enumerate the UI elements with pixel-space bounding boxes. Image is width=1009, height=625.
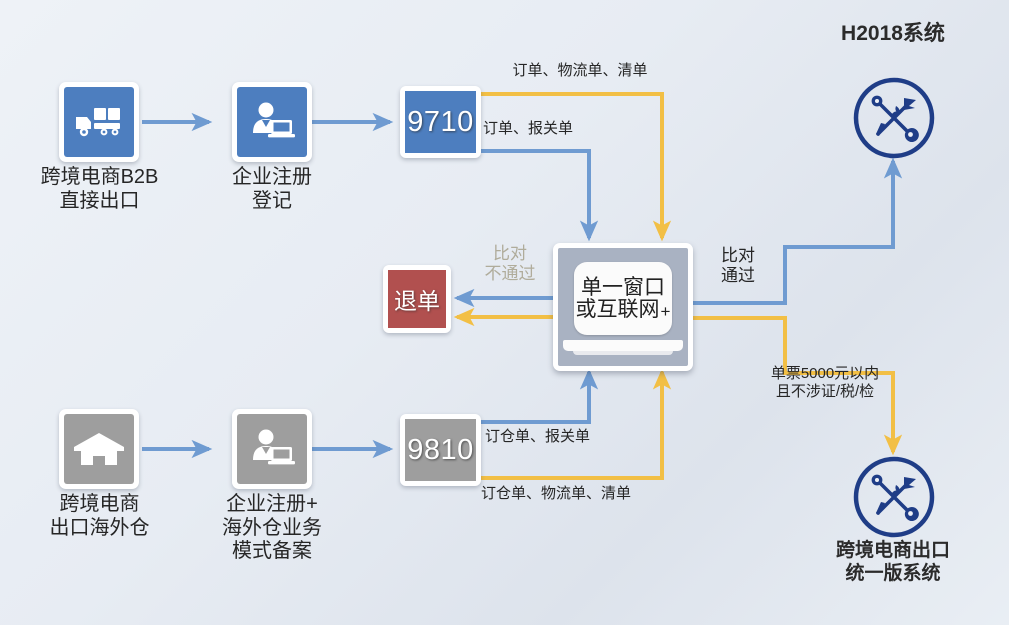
label-unified-system: 跨境电商出口 统一版系统 [793,540,993,586]
label-b2b-export: 跨境电商B2B 直接出口 [0,166,199,213]
label-reg2-line3: 模式备案 [232,540,312,563]
node-b2b-export-icon[interactable] [59,82,139,162]
pass-line1: 比对 [721,246,755,265]
edge-label-top-blue: 订单、报关单 [483,120,574,137]
label-reg2-line1: 企业注册+ [226,493,318,515]
label-h2018-system: H2018系统 [793,22,993,47]
code-9710-value: 9710 [405,91,476,153]
edge-9810-orange-to-center [481,368,672,480]
edge-9810-blue-to-center [481,368,599,424]
node-enterprise-registration-overseas-icon[interactable] [232,409,312,489]
edge-label-compare-fail: 比对 不通过 [460,244,560,285]
person-computer-icon [249,101,295,143]
label-enterprise-registration-overseas: 企业注册+ 海外仓业务 模式备案 [167,493,377,564]
label-reg1-line2: 登记 [252,189,292,212]
pass-line2: 通过 [721,266,755,286]
unified-sys-line2: 统一版系统 [845,562,941,584]
node-unified-system-emblem[interactable] [852,455,936,539]
fail-line2: 不通过 [484,264,536,284]
threshold-line1: 单票5000元以内 [770,365,880,382]
edge-label-compare-pass: 比对 通过 [703,246,773,287]
node-h2018-emblem[interactable] [852,76,936,160]
edge-label-bottom-blue: 订仓单、报关单 [485,428,591,445]
label-overseas-warehouse: 跨境电商 出口海外仓 [0,493,199,540]
label-b2b-export-line2: 直接出口 [59,189,140,212]
edge-label-top-orange: 订单、物流单、清单 [512,62,648,79]
edge-9710-blue-to-center [481,149,599,242]
label-reg2-line2: 海外仓业务 [222,516,322,539]
label-reg1-line1: 企业注册 [232,166,312,188]
center-label-plus: + [660,301,671,321]
person-computer-icon [249,428,295,470]
customs-emblem-icon [852,76,936,160]
label-b2b-export-line1: 跨境电商B2B [40,166,159,188]
node-code-9810[interactable]: 9810 [400,414,481,486]
node-code-9710[interactable]: 9710 [400,86,481,158]
node-overseas-warehouse-icon[interactable] [59,409,139,489]
label-enterprise-registration: 企业注册 登记 [172,166,372,213]
truck-icon [74,105,124,139]
node-single-window[interactable]: 单一窗口 或互联网 + [553,243,693,371]
label-overseas-line1: 跨境电商 [59,493,140,515]
reject-label: 退单 [388,270,446,328]
h2018-title-text: H2018系统 [841,22,945,45]
unified-sys-line1: 跨境电商出口 [835,540,950,561]
fail-line1: 比对 [493,244,527,263]
node-enterprise-registration-icon[interactable] [232,82,312,162]
label-overseas-line2: 出口海外仓 [49,516,150,539]
node-reject-order[interactable]: 退单 [383,265,451,333]
code-9810-value: 9810 [405,419,476,481]
center-label-line1: 单一窗口 [580,275,665,299]
threshold-line2: 且不涉证/税/检 [775,383,875,400]
customs-emblem-icon [852,455,936,539]
edge-label-bottom-orange: 订仓单、物流单、清单 [481,485,632,502]
center-label-line2: 或互联网 [575,297,660,321]
edge-9710-orange-to-center [481,92,672,242]
edge-label-threshold: 单票5000元以内 且不涉证/税/检 [735,365,915,401]
warehouse-icon [73,431,125,467]
